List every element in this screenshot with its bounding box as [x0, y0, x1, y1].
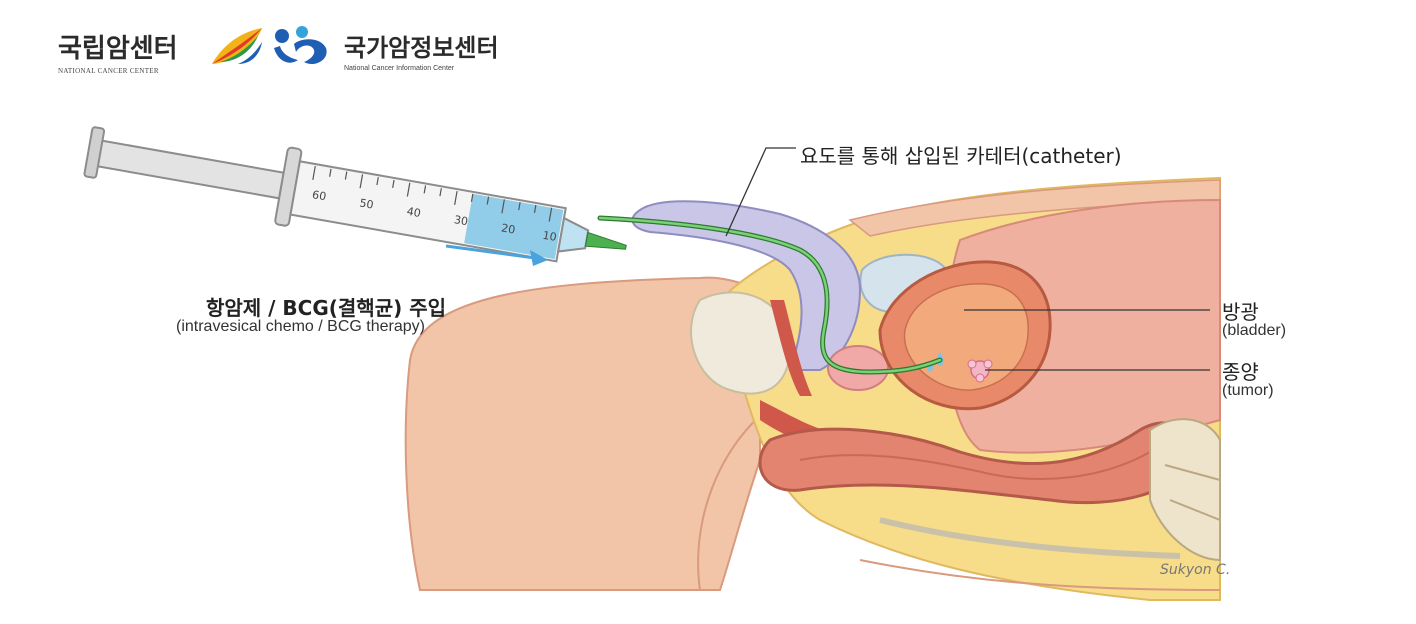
syringe-icon: 60 50 40 30 20 10	[83, 126, 627, 263]
penis	[631, 200, 862, 371]
syringe-scale-3: 30	[453, 213, 469, 228]
syringe-scale-5: 10	[542, 229, 558, 244]
tumor-label-ko: 종양	[1222, 360, 1259, 384]
bladder-label-ko: 방광	[1222, 300, 1259, 324]
catheter-label: 요도를 통해 삽입된 카테터(catheter)	[800, 144, 1122, 168]
ncc-name: 국립암센터	[58, 34, 178, 64]
ncic-emblem-icon	[274, 26, 327, 65]
prostate	[827, 345, 889, 391]
treatment-title: 항암제 / BCG(결핵균) 주입	[206, 296, 447, 320]
tumor-mark	[967, 359, 993, 383]
tumor-label-en: (tumor)	[1222, 382, 1274, 399]
syringe-scale-0: 60	[311, 188, 327, 203]
treatment-subtitle: (intravesical chemo / BCG therapy)	[176, 318, 425, 335]
syringe-scale-2: 40	[406, 205, 422, 220]
artist-signature: Sukyon C.	[1160, 562, 1230, 578]
scrotum	[690, 291, 792, 395]
ncic-name: 국가암정보센터	[344, 34, 499, 62]
sacrum	[1149, 418, 1221, 562]
ncc-logo: 국립암센터 NATIONAL CANCER CENTER	[58, 28, 178, 75]
syringe-scale-4: 20	[500, 221, 516, 236]
catheter-leader	[725, 147, 796, 237]
ncic-logo: 국가암정보센터 National Cancer Information Cent…	[344, 28, 499, 72]
bladder-label-en: (bladder)	[1222, 322, 1287, 339]
ncic-english: National Cancer Information Center	[344, 65, 455, 72]
syringe-scale-1: 50	[358, 196, 374, 211]
abdomen-skin	[848, 179, 1221, 237]
syringe-scale: 60 50 40 30 20 10	[311, 188, 557, 244]
ncc-english: NATIONAL CANCER CENTER	[58, 67, 159, 75]
ncc-emblem-icon	[212, 28, 262, 64]
injection-arrow-icon	[445, 244, 548, 266]
